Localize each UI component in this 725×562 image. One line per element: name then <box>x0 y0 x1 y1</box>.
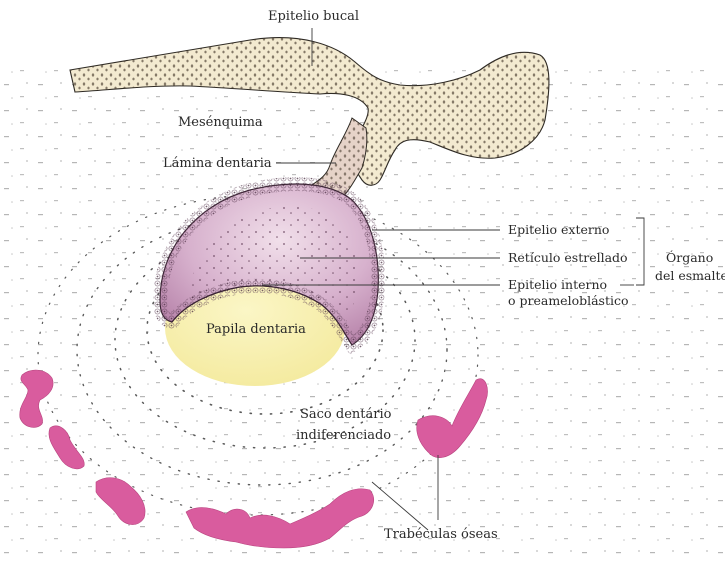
label-epitelio-bucal: Epitelio bucal <box>268 9 359 24</box>
label-papila-dentaria: Papila dentaria <box>206 322 306 337</box>
label-reticulo-estrellado: Retículo estrellado <box>508 250 628 265</box>
label-saco-1: Saco dentário <box>300 407 392 422</box>
label-epitelio-interno-2: o preameloblástico <box>508 293 629 308</box>
label-saco-2: indiferenciado <box>296 428 391 443</box>
label-mesenquima: Mesénquima <box>178 115 263 130</box>
label-organo-2: del esmalte <box>655 268 725 283</box>
label-trabeculas: Trabéculas óseas <box>384 527 498 542</box>
label-organo-1: Órgano <box>666 249 713 265</box>
label-lamina-dentaria: Lámina dentaria <box>163 156 272 171</box>
label-epitelio-interno-1: Epitelio interno <box>508 277 607 292</box>
label-epitelio-externo: Epitelio externo <box>508 222 609 237</box>
